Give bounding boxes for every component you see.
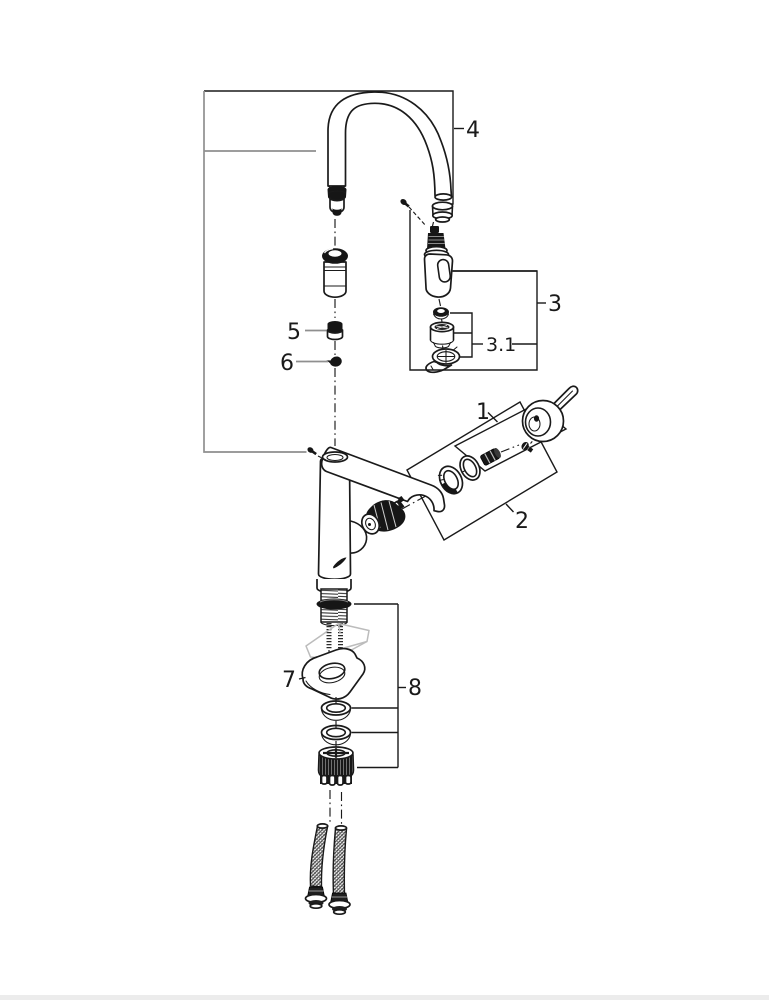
spray-washer bbox=[432, 307, 450, 320]
hose-check-valve bbox=[322, 248, 348, 299]
supply-hoses bbox=[309, 823, 348, 895]
callout-label-7: 7 bbox=[282, 668, 296, 693]
callout-label-6: 6 bbox=[280, 351, 294, 376]
callout-bracket-8 bbox=[351, 603, 406, 769]
washer-upper bbox=[320, 700, 352, 721]
hose-end-fitting-right bbox=[328, 892, 351, 916]
callout-label-1: 1 bbox=[476, 400, 490, 425]
callout-label-4: 4 bbox=[466, 118, 480, 143]
body-screw-dash bbox=[317, 455, 327, 461]
callout-label-3: 3 bbox=[548, 292, 562, 317]
spray-head bbox=[423, 226, 454, 298]
hose-end-fitting-left bbox=[304, 886, 328, 910]
screw-guide-dash bbox=[408, 206, 427, 227]
lever-handle bbox=[521, 385, 579, 443]
callout-bracket-3-1 bbox=[450, 312, 537, 358]
handle-adapter bbox=[480, 448, 501, 466]
flow-restrictor-clip bbox=[425, 346, 461, 374]
leader-7 bbox=[298, 676, 306, 680]
mounting-nut bbox=[317, 746, 355, 786]
callout-frame-2 bbox=[406, 401, 558, 541]
body-set-screw bbox=[307, 447, 317, 456]
escutcheon-plate bbox=[320, 446, 446, 513]
cartridge bbox=[360, 496, 406, 535]
faucet-body bbox=[317, 454, 368, 581]
callout-label-8: 8 bbox=[408, 676, 422, 701]
part-5-bushing bbox=[326, 321, 344, 341]
handle-screw bbox=[521, 442, 534, 453]
callout-label-2: 2 bbox=[515, 509, 529, 534]
callout-label-5: 5 bbox=[287, 320, 301, 345]
footer-bar bbox=[0, 995, 769, 1000]
stabilizer-plate bbox=[301, 647, 366, 700]
threaded-ring bbox=[437, 465, 464, 495]
hose-centerlines bbox=[329, 790, 343, 824]
spout-hose-coupling bbox=[327, 185, 347, 216]
part-6-ball bbox=[326, 356, 342, 367]
spout-set-screw bbox=[400, 198, 410, 208]
aerator-insert bbox=[429, 321, 455, 349]
spout bbox=[327, 91, 454, 223]
mounting-shank bbox=[316, 579, 352, 627]
dome-cap bbox=[459, 455, 481, 481]
callout-label-3-1: 3.1 bbox=[486, 334, 516, 356]
